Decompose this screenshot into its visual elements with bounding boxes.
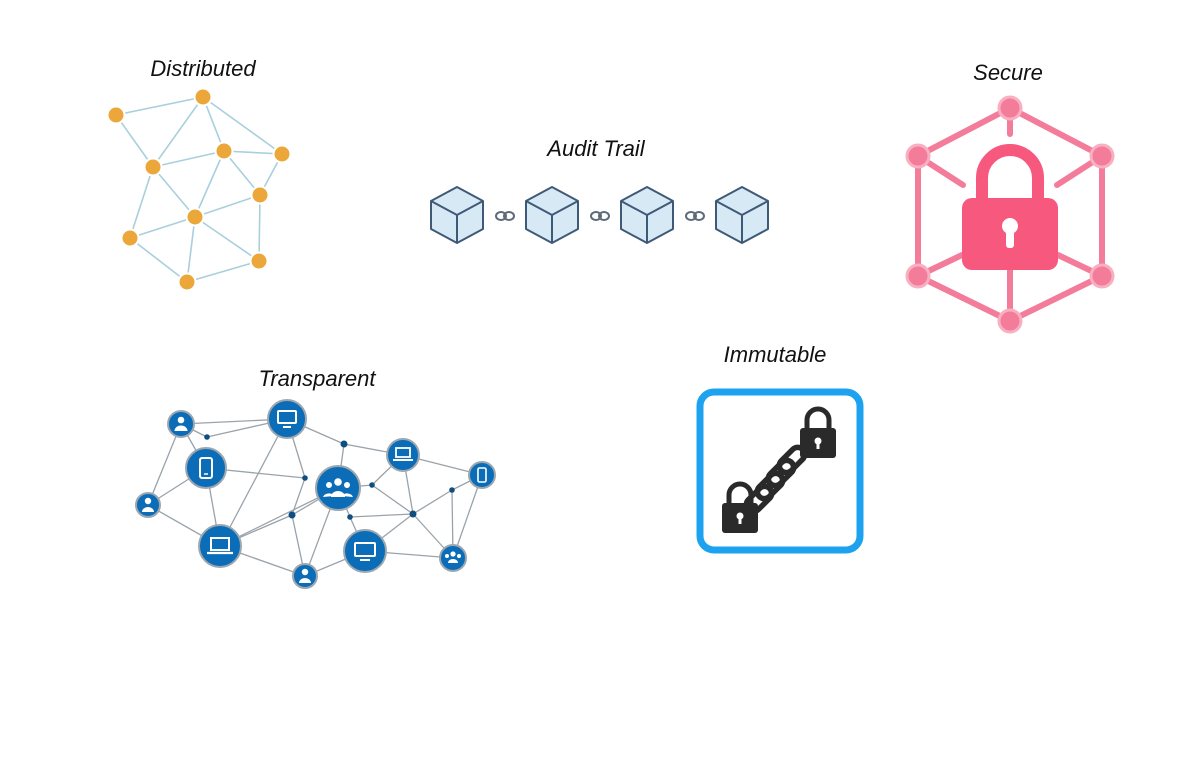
chain-link-2 xyxy=(590,211,610,221)
group-node-icon xyxy=(439,544,467,572)
laptop-node-icon xyxy=(386,438,420,472)
device-network-icon xyxy=(135,399,496,589)
phone-node-icon xyxy=(185,447,227,489)
distributed-edges xyxy=(115,96,283,283)
monitor-node-icon xyxy=(343,529,387,573)
immutable-label: Immutable xyxy=(723,342,827,367)
padlock-icon-top xyxy=(800,406,836,458)
chain-link-3 xyxy=(685,211,705,221)
user-node-icon xyxy=(135,492,161,518)
block-3 xyxy=(620,186,674,244)
chain-link-1 xyxy=(495,211,515,221)
distributed-label: Distributed xyxy=(150,56,256,81)
locked-chain-icon xyxy=(696,388,864,554)
distributed-nodes xyxy=(106,87,292,292)
audit-trail-label: Audit Trail xyxy=(547,136,645,161)
padlock-icon xyxy=(962,144,1058,270)
block-chain-icon xyxy=(430,186,769,244)
secure-label: Secure xyxy=(973,60,1043,85)
lock-hexagon-icon xyxy=(905,95,1115,334)
transparent-label: Transparent xyxy=(258,366,376,391)
user-node-icon xyxy=(292,563,318,589)
block-4 xyxy=(715,186,769,244)
transparent-edges xyxy=(147,418,483,577)
group-node-icon xyxy=(315,465,361,511)
padlock-icon-bottom xyxy=(722,481,758,533)
user-node-icon xyxy=(167,410,195,438)
phone-node-icon xyxy=(468,461,496,489)
monitor-node-icon xyxy=(267,399,307,439)
distributed-network-icon xyxy=(106,87,292,292)
block-2 xyxy=(525,186,579,244)
transparent-junctions xyxy=(204,434,455,520)
secure-hex-nodes xyxy=(905,95,1115,334)
block-1 xyxy=(430,186,484,244)
laptop-node-icon xyxy=(198,524,242,568)
